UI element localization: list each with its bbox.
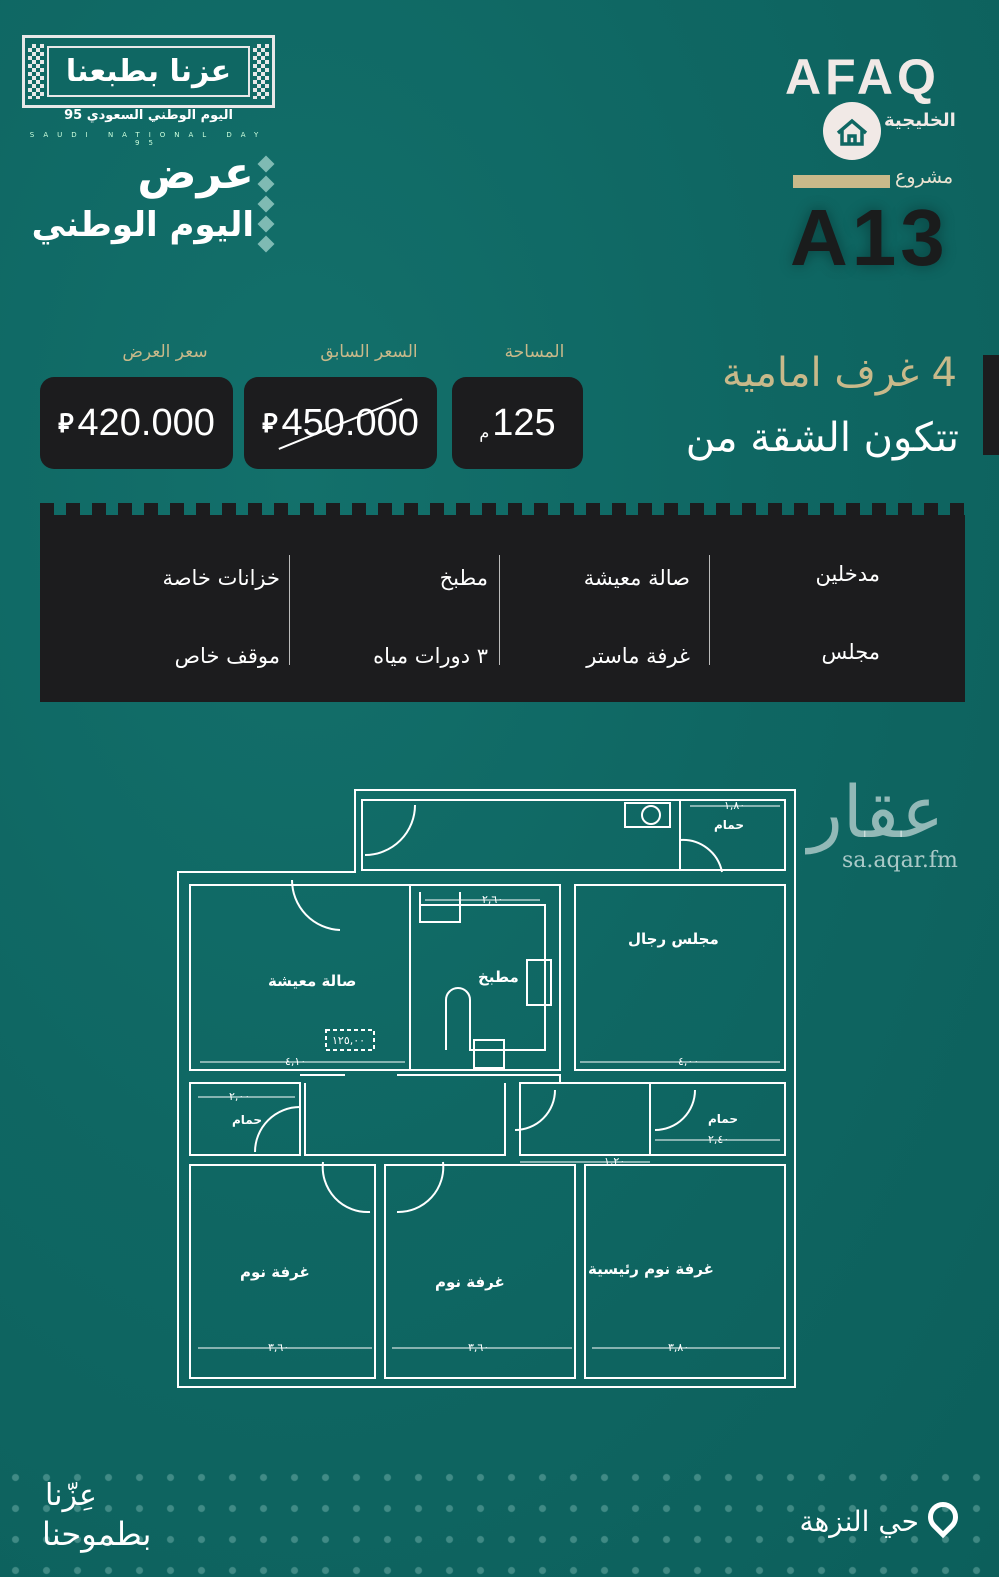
slogan-line1: عِزّنا xyxy=(45,1478,97,1513)
offer-subtitle: اليوم الوطني xyxy=(31,205,254,245)
feature-item: ٣ دورات مياه xyxy=(373,644,488,668)
room-label-master: غرفة نوم رئيسية xyxy=(588,1260,714,1278)
room-label-bedroom: غرفة نوم xyxy=(435,1273,505,1291)
feature-item: موقف خاص xyxy=(174,644,280,668)
room-label-bath: حمام xyxy=(714,818,744,832)
feature-item: مدخلين xyxy=(815,562,880,586)
location-text: حي النزهة xyxy=(799,1505,919,1538)
gold-bar xyxy=(793,175,890,188)
watermark-url: sa.aqar.fm xyxy=(842,848,958,873)
offer-price-box: ⃁420.000 xyxy=(40,377,233,469)
room-label-living: صالة معيشة xyxy=(268,972,357,990)
feature-item: صالة معيشة xyxy=(583,566,690,590)
dimension-label: ٣,٦٠ xyxy=(268,1341,290,1354)
features-panel xyxy=(40,515,965,702)
previous-price-label: السعر السابق xyxy=(320,342,418,362)
slogan-line2: بطموحنا xyxy=(42,1515,152,1553)
area-unit: م xyxy=(479,425,490,442)
riyal-icon: ⃁ xyxy=(262,407,278,438)
area-label: المساحة xyxy=(504,342,565,362)
watermark-logo: عقار xyxy=(808,770,945,854)
area-value: 125 xyxy=(492,401,556,444)
dimension-label: ٣,٦٠ xyxy=(468,1341,490,1354)
house-key-icon xyxy=(823,102,881,160)
project-label: مشروع xyxy=(895,166,954,188)
dimension-label: ١,٨٠ xyxy=(724,799,746,812)
room-label-bath: حمام xyxy=(232,1113,262,1127)
consists-of-headline: تتكون الشقة من xyxy=(685,415,959,461)
brand-logo-sub: الخليجية xyxy=(884,110,956,131)
dimension-label: ٣,٨٠ xyxy=(668,1341,690,1354)
brand-logo: AFAQ xyxy=(785,49,940,105)
campaign-subtitle-en: SAUDI NATIONAL DAY 95 xyxy=(29,131,268,147)
riyal-icon: ⃁ xyxy=(58,407,74,438)
dimension-label: ٢,٠٠ xyxy=(229,1090,251,1103)
edge-bar xyxy=(983,355,999,455)
divider xyxy=(289,555,290,665)
divider xyxy=(499,555,500,665)
divider xyxy=(709,555,710,665)
dimension-label: ١,٢٠ xyxy=(604,1155,626,1168)
feature-item: مطبخ xyxy=(439,566,488,590)
campaign-subtitle-ar: اليوم الوطني السعودي 95 xyxy=(64,108,233,123)
room-label-bedroom: غرفة نوم xyxy=(240,1263,310,1281)
footer-pattern xyxy=(0,1462,999,1577)
offer-price-label: سعر العرض xyxy=(122,342,208,362)
room-label-majlis: مجلس رجال xyxy=(628,930,719,948)
feature-item: مجلس xyxy=(821,640,880,664)
dimension-label: ٢,٤٠ xyxy=(708,1133,730,1146)
dimension-label: ٢,٦٠ xyxy=(482,893,504,906)
campaign-logo-text: عزنا بطبعنا xyxy=(47,46,250,97)
rooms-headline: 4 غرف امامية xyxy=(721,350,957,396)
dimension-label: ٤,١٠ xyxy=(285,1055,307,1068)
room-label-bath: حمام xyxy=(708,1112,738,1126)
panel-crenellation xyxy=(40,503,965,516)
feature-item: خزانات خاصة xyxy=(162,566,280,590)
room-label-kitchen: مطبخ xyxy=(478,968,519,986)
area-tag: ١٢٥,٠٠ xyxy=(332,1034,366,1047)
dimension-label: ٤,٠٠ xyxy=(678,1055,700,1068)
feature-item: غرفة ماستر xyxy=(586,644,690,668)
campaign-logo: عزنا بطبعنا xyxy=(22,35,275,108)
offer-title: عرض xyxy=(137,148,254,199)
offer-price: 420.000 xyxy=(77,401,215,444)
previous-price-box: ⃁450.000 xyxy=(244,377,437,469)
project-code: A13 xyxy=(790,193,949,282)
